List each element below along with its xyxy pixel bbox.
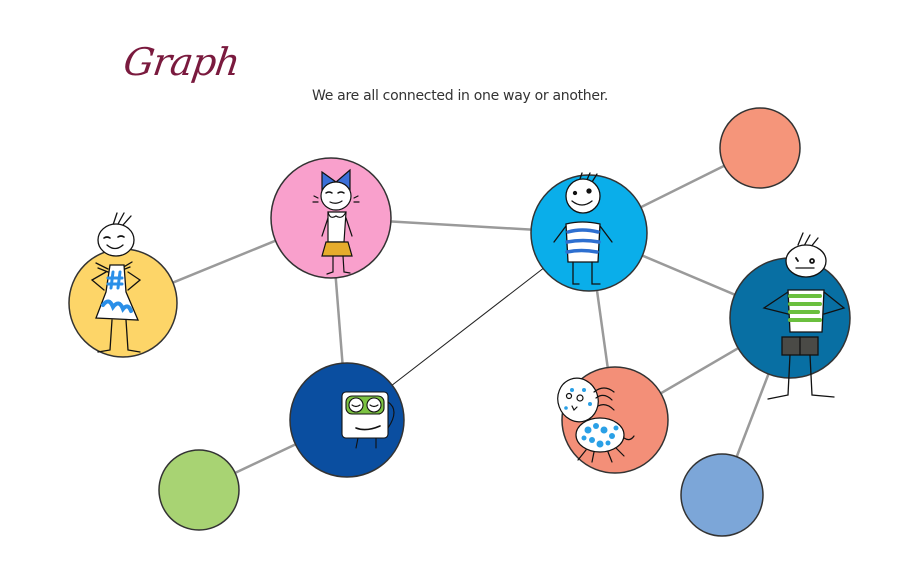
man-green-stripes-icon xyxy=(762,232,846,400)
girl-with-bow-icon xyxy=(312,168,360,275)
boy-striped-shirt-icon xyxy=(553,172,613,285)
edges-layer xyxy=(122,146,792,496)
nodes-layer xyxy=(68,107,851,537)
spotted-dog-icon xyxy=(557,377,635,463)
node-salmon-top[interactable] xyxy=(719,107,801,189)
node-green[interactable] xyxy=(158,449,240,531)
robot-icon xyxy=(341,391,395,449)
characters-layer xyxy=(90,168,846,463)
page-subtitle: We are all connected in one way or anoth… xyxy=(312,88,609,104)
node-blue[interactable] xyxy=(680,453,764,537)
girl-checked-dress-icon xyxy=(90,212,142,353)
